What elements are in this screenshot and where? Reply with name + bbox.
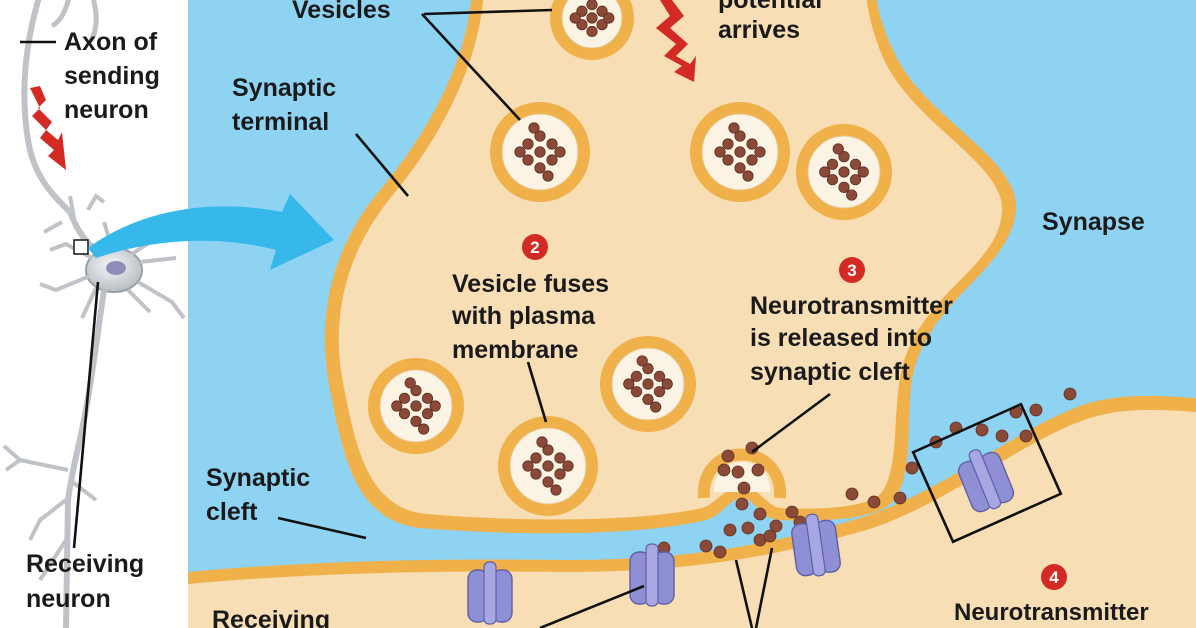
- synaptic-terminal-label-line2: terminal: [232, 108, 329, 136]
- neurotransmitter-dot: [975, 423, 989, 437]
- neurotransmitter-dot: [751, 463, 765, 477]
- neurotransmitter-dot: [905, 461, 919, 475]
- small-red-zigzag-arrow-icon: [30, 86, 66, 170]
- step-3-text-line2: is released into: [750, 324, 932, 352]
- receptor-group: [467, 449, 1015, 625]
- step-3-text-line3: synaptic cleft: [750, 358, 910, 386]
- step-4-badge: [1041, 564, 1067, 590]
- neurotransmitter-dot: [867, 495, 881, 509]
- neurotransmitter-dot: [1063, 387, 1077, 401]
- neurotransmitter-dot: [713, 545, 727, 559]
- neurotransmitter-dot: [699, 539, 713, 553]
- receiving-bottom-label: Receiving: [212, 606, 330, 628]
- step-2-text-line3: membrane: [452, 336, 579, 364]
- step-2-text-line1: Vesicle fuses: [452, 270, 609, 298]
- synaptic-terminal-label-line1: Synaptic: [232, 74, 336, 102]
- neurotransmitter-dot: [1029, 403, 1043, 417]
- neurotransmitter-dot: [735, 497, 749, 511]
- step-2-number: 2: [530, 238, 539, 257]
- neurotransmitter-dot: [785, 505, 799, 519]
- receptor-channel-icon: [791, 513, 841, 577]
- receptor-highlight-box: [911, 402, 1063, 544]
- leader-lines: [20, 8, 831, 628]
- neurotransmitter-dot: [737, 481, 751, 495]
- step-3-badge: [839, 257, 865, 283]
- potential-label-line1: potential: [718, 0, 822, 14]
- neurotransmitter-dot: [721, 449, 735, 463]
- vesicle: [550, 0, 634, 60]
- neurotransmitter-dot: [845, 487, 859, 501]
- step-4-text-line1: Neurotransmitter: [954, 599, 1149, 626]
- receiving-neuron-label-line2: neuron: [26, 585, 111, 613]
- step-3-number: 3: [847, 261, 856, 280]
- vesicle: [490, 102, 590, 202]
- synapse-label: Synapse: [1042, 208, 1145, 236]
- potential-label-line2: arrives: [718, 16, 800, 44]
- receptor-channel-icon: [629, 543, 675, 607]
- step-4-number: 4: [1049, 568, 1059, 587]
- step-2-badge: [522, 234, 548, 260]
- axon-label-line2: sending: [64, 62, 160, 90]
- blue-curved-arrow-icon: [88, 194, 334, 270]
- vesicles-label: Vesicles: [292, 0, 391, 24]
- synaptic-cleft-label-line2: cleft: [206, 498, 258, 526]
- neurotransmitter-dot: [893, 491, 907, 505]
- axon-label-line1: Axon of: [64, 28, 158, 56]
- step-2-text-line2: with plasma: [451, 302, 596, 330]
- step-3-text-line1: Neurotransmitter: [750, 292, 953, 320]
- synaptic-cleft-label-line1: Synaptic: [206, 464, 310, 492]
- vesicle: [498, 416, 598, 516]
- neurotransmitter-dot: [763, 529, 777, 543]
- vesicle: [368, 358, 464, 454]
- vesicle: [796, 124, 892, 220]
- vesicle-group: [368, 0, 892, 516]
- receiving-neuron-label-line1: Receiving: [26, 550, 144, 578]
- vesicle: [600, 336, 696, 432]
- neurotransmitter-dot: [741, 521, 755, 535]
- postsynaptic-neuron-body: [188, 409, 1196, 628]
- neurotransmitter-dot: [769, 519, 783, 533]
- neurotransmitter-dot: [723, 523, 737, 537]
- receptor-channel-icon: [467, 561, 513, 625]
- neurotransmitter-dot: [995, 429, 1009, 443]
- neurotransmitter-molecules: [657, 387, 1077, 559]
- receptor-channel-icon: [957, 449, 1015, 513]
- neurotransmitter-dot: [1019, 429, 1033, 443]
- vesicle: [690, 102, 790, 202]
- red-zigzag-arrow-icon: [656, 0, 696, 82]
- neurotransmitter-dot: [731, 465, 745, 479]
- neurotransmitter-dot: [717, 463, 731, 477]
- neurotransmitter-dot: [753, 507, 767, 521]
- axon-label-line3: neuron: [64, 96, 149, 124]
